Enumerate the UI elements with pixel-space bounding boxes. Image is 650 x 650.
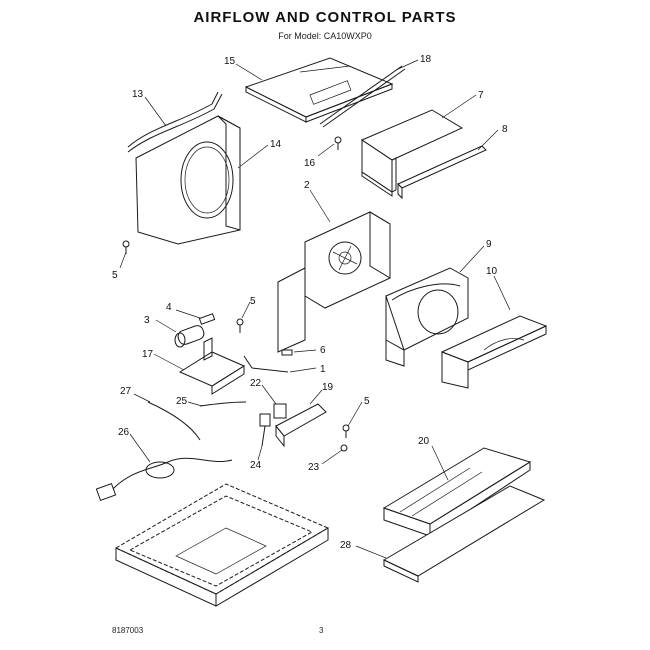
- callout-4: 4: [166, 302, 172, 313]
- callout-23: 23: [308, 462, 320, 473]
- footer-part-code: 8187003: [112, 626, 144, 635]
- part-24-thermostat: [259, 413, 271, 447]
- callout-25: 25: [176, 396, 188, 407]
- part-27-wire-harness: [147, 401, 201, 441]
- callout-7: 7: [478, 90, 484, 101]
- callout-26: 26: [118, 427, 130, 438]
- footer-page-number: 3: [319, 626, 324, 635]
- callout-5a: 5: [112, 270, 118, 281]
- callout-14: 14: [270, 139, 282, 150]
- part-5-screw-c: [342, 424, 350, 438]
- part-26-power-cord: [95, 457, 233, 502]
- part-6-connector: [281, 349, 293, 356]
- part-28-filter: [382, 485, 546, 583]
- callout-19: 19: [322, 382, 334, 393]
- callout-2: 2: [304, 180, 310, 191]
- callout-18: 18: [420, 54, 432, 65]
- part-15-top-cover: [244, 57, 394, 123]
- callout-13: 13: [132, 89, 144, 100]
- callout-16: 16: [304, 158, 316, 169]
- callout-28: 28: [340, 540, 352, 551]
- callout-5c: 5: [364, 396, 370, 407]
- part-10-duct-tray: [440, 315, 548, 389]
- part-14-front-housing: [135, 115, 241, 245]
- part-8-bracket-strip: [397, 145, 487, 200]
- callout-3: 3: [144, 315, 150, 326]
- part-16-screw: [334, 136, 342, 150]
- callout-5b: 5: [250, 296, 256, 307]
- part-1-wire-lead: [243, 355, 289, 373]
- leader-lines: [119, 59, 511, 559]
- part-25-wire: [199, 401, 247, 407]
- part-17-mounting-bracket: [178, 337, 246, 395]
- part-20-base-tray: [382, 447, 532, 537]
- callout-20: 20: [418, 436, 430, 447]
- callout-8: 8: [502, 124, 508, 135]
- page-title: AIRFLOW AND CONTROL PARTS: [193, 9, 457, 26]
- callout-10: 10: [486, 266, 498, 277]
- callout-labels: 15 18 13 7 8 14 16 2 5 9 10 4 5 3 6 17 1…: [112, 54, 508, 551]
- part-22-switch: [273, 403, 287, 419]
- callout-17: 17: [142, 349, 154, 360]
- callout-6: 6: [320, 345, 326, 356]
- base-pan: [114, 483, 330, 607]
- callout-15: 15: [224, 56, 236, 67]
- part-13-seal-strip: [127, 91, 223, 153]
- callout-22: 22: [250, 378, 262, 389]
- model-subtitle: For Model: CA10WXP0: [278, 31, 372, 41]
- callout-9: 9: [486, 239, 492, 250]
- part-19-control-plate: [275, 403, 327, 448]
- part-5-screw-b: [236, 318, 244, 333]
- part-4-strap: [198, 313, 216, 325]
- callout-27: 27: [120, 386, 132, 397]
- part-18-rod: [319, 65, 406, 128]
- part-2-bulkhead: [277, 211, 391, 353]
- callout-1: 1: [320, 364, 326, 375]
- part-7-control-cover: [360, 109, 464, 197]
- callout-24: 24: [250, 460, 262, 471]
- part-23-screw: [340, 444, 348, 452]
- part-3-capacitor: [174, 325, 205, 348]
- part-9-blower-housing: [385, 267, 469, 367]
